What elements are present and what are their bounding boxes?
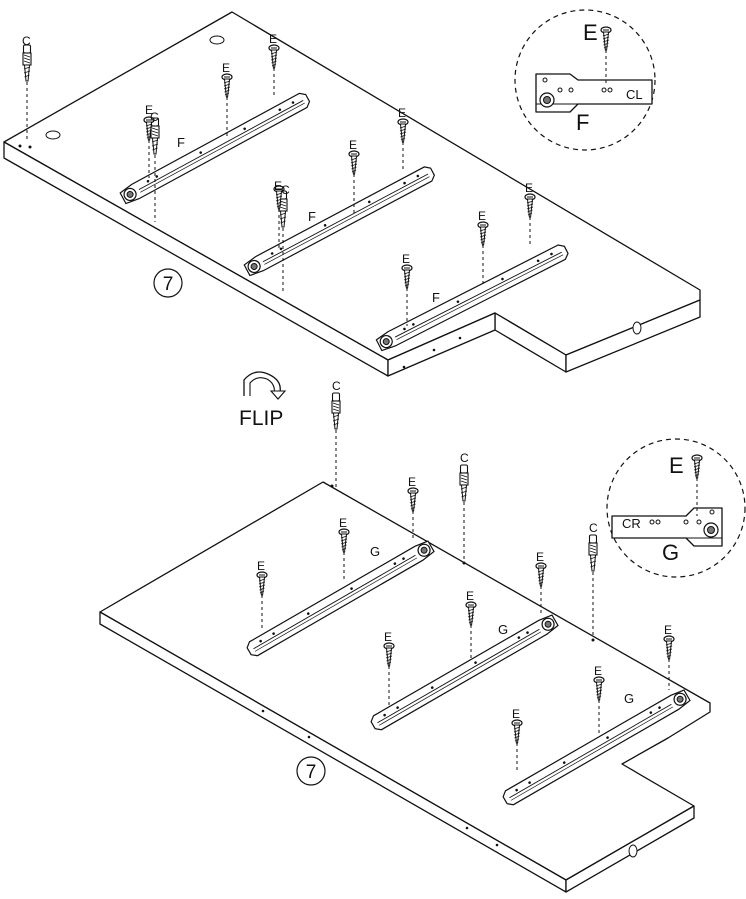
svg-text:E: E <box>594 664 602 678</box>
svg-text:E: E <box>536 550 544 564</box>
detail-f-slide-label: F <box>576 110 589 135</box>
bottom-fastener-labels: C C C E E E E E E E E E <box>257 379 672 721</box>
slide-label-g-1: G <box>370 544 380 559</box>
slide-label-f-1: F <box>177 135 185 150</box>
svg-text:E: E <box>269 32 277 46</box>
svg-text:E: E <box>525 181 533 195</box>
svg-text:E: E <box>349 138 357 152</box>
svg-text:C: C <box>460 451 469 465</box>
svg-text:C: C <box>281 183 290 197</box>
svg-text:C: C <box>22 34 31 48</box>
flip-label: FLIP <box>239 407 283 430</box>
svg-text:E: E <box>274 179 282 193</box>
svg-text:C: C <box>150 110 159 124</box>
svg-text:E: E <box>222 61 230 75</box>
slide-label-f-3: F <box>432 290 440 305</box>
svg-text:E: E <box>466 589 474 603</box>
detail-g-side-label: CR <box>622 516 641 531</box>
svg-text:E: E <box>145 103 153 117</box>
svg-text:E: E <box>408 475 416 489</box>
detail-f-side-label: CL <box>626 87 643 102</box>
slide-label-g-3: G <box>624 691 634 706</box>
svg-text:E: E <box>478 209 486 223</box>
slide-label-f-2: F <box>308 209 316 224</box>
step-number-bottom: 7 <box>296 756 326 786</box>
svg-text:E: E <box>384 630 392 644</box>
detail-g-slide-label: G <box>662 540 679 565</box>
svg-text:E: E <box>664 623 672 637</box>
svg-text:C: C <box>589 521 598 535</box>
flip-arrow-icon <box>243 371 287 400</box>
flip-indicator: FLIP <box>239 371 287 430</box>
detail-f-screw-label: E <box>583 20 598 45</box>
svg-text:E: E <box>402 252 410 266</box>
svg-text:E: E <box>398 106 406 120</box>
detail-callout-g: E G CR <box>606 438 746 578</box>
svg-text:C: C <box>332 379 341 393</box>
svg-text:E: E <box>339 516 347 530</box>
step-number-top: 7 <box>153 268 183 298</box>
detail-g-screw-label: E <box>669 453 684 478</box>
top-fasteners <box>22 44 536 326</box>
slide-label-g-2: G <box>498 622 508 637</box>
bottom-panel <box>99 481 711 893</box>
svg-text:7: 7 <box>306 762 317 783</box>
top-fastener-labels: C E C E E E E E C E E E <box>22 32 533 266</box>
bottom-fasteners <box>256 392 675 770</box>
svg-text:E: E <box>257 559 265 573</box>
svg-text:E: E <box>512 707 520 721</box>
detail-callout-f: E F CL <box>514 9 656 151</box>
svg-text:7: 7 <box>163 274 174 295</box>
